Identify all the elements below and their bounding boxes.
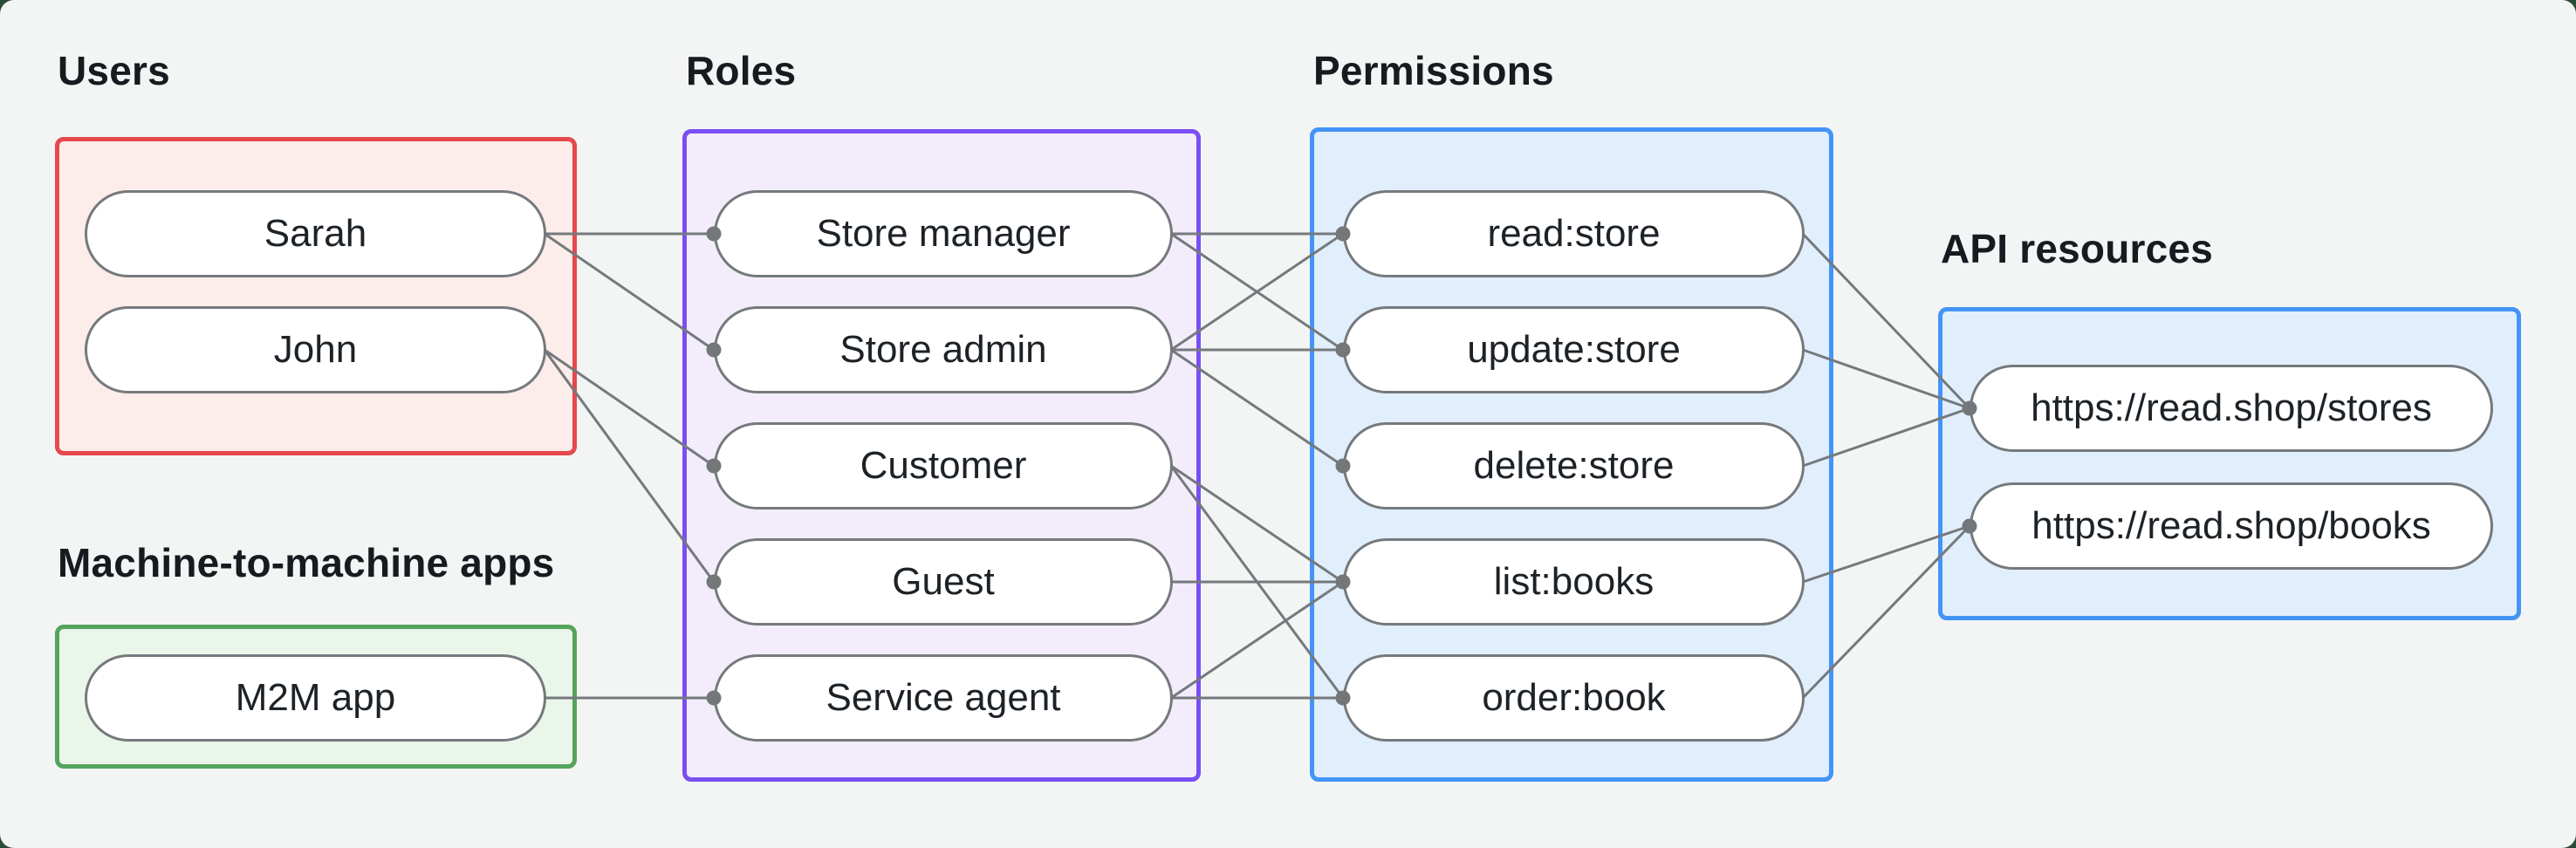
node-label: https://read.shop/stores bbox=[2031, 386, 2432, 429]
node-guest: Guest bbox=[714, 538, 1173, 626]
node-update-store: update:store bbox=[1343, 306, 1805, 393]
users-group-box bbox=[55, 137, 577, 455]
node-label: read:store bbox=[1487, 212, 1661, 255]
node-label: Customer bbox=[860, 444, 1027, 487]
users-group-label: Users bbox=[58, 48, 170, 93]
permissions-group-label: Permissions bbox=[1313, 48, 1554, 93]
node-label: John bbox=[273, 328, 358, 371]
node-sarah: Sarah bbox=[85, 190, 546, 277]
node-label: https://read.shop/books bbox=[2031, 504, 2431, 547]
node-store-manager: Store manager bbox=[714, 190, 1173, 277]
m2m-apps-group-label: Machine-to-machine apps bbox=[58, 540, 555, 585]
roles-group-label: Roles bbox=[686, 48, 797, 93]
api-resources-group-box bbox=[1938, 307, 2521, 620]
api-resources-group-label: API resources bbox=[1941, 226, 2213, 271]
node-read-store: read:store bbox=[1343, 190, 1805, 277]
node-label: M2M app bbox=[235, 676, 396, 719]
node-customer: Customer bbox=[714, 422, 1173, 509]
node-order-book: order:book bbox=[1343, 654, 1805, 742]
node-books-api: https://read.shop/books bbox=[1970, 482, 2493, 570]
node-label: list:books bbox=[1493, 560, 1655, 603]
node-label: Guest bbox=[892, 560, 995, 603]
node-label: delete:store bbox=[1473, 444, 1675, 487]
node-label: Store admin bbox=[839, 328, 1047, 371]
node-label: Service agent bbox=[826, 676, 1061, 719]
node-list-books: list:books bbox=[1343, 538, 1805, 626]
node-service-agent: Service agent bbox=[714, 654, 1173, 742]
node-john: John bbox=[85, 306, 546, 393]
node-stores-api: https://read.shop/stores bbox=[1970, 365, 2493, 452]
node-label: Store manager bbox=[816, 212, 1071, 255]
node-m2m-app: M2M app bbox=[85, 654, 546, 742]
node-label: update:store bbox=[1467, 328, 1681, 371]
node-label: Sarah bbox=[264, 212, 367, 255]
node-delete-store: delete:store bbox=[1343, 422, 1805, 509]
node-store-admin: Store admin bbox=[714, 306, 1173, 393]
node-label: order:book bbox=[1482, 676, 1666, 719]
